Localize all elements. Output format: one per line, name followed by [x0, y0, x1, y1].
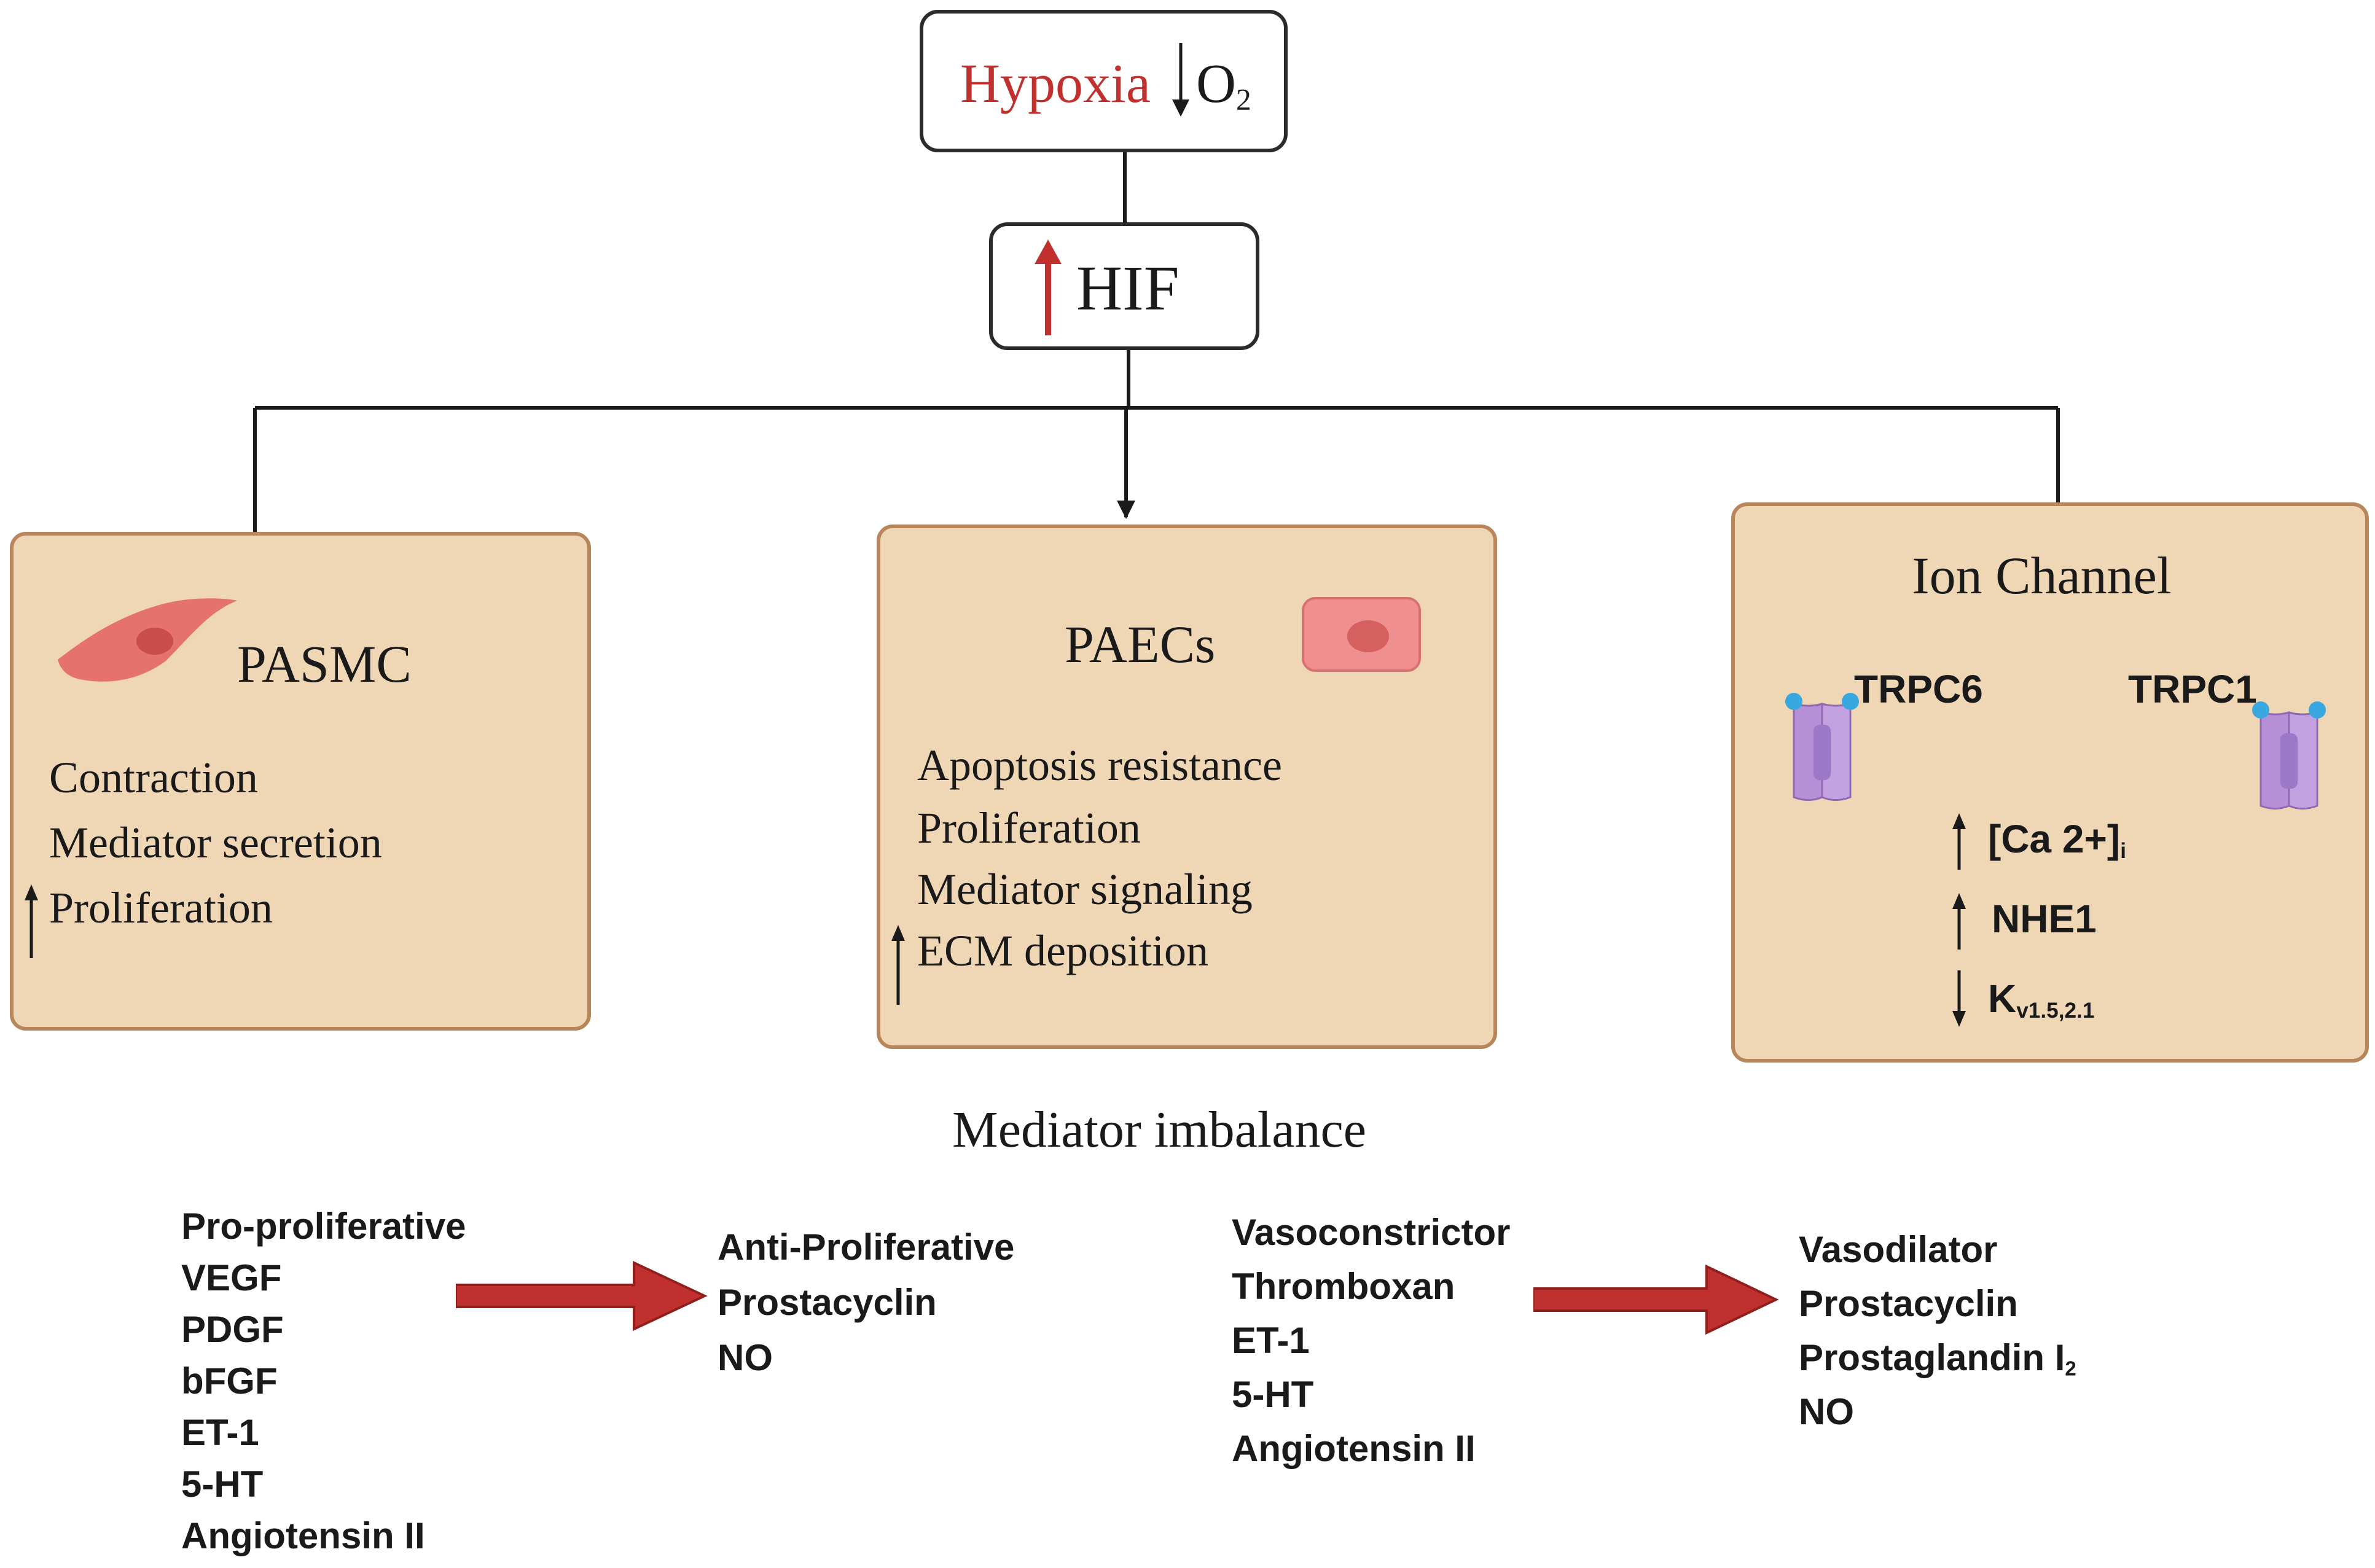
- paecs-item-apoptosis-resistance: Apoptosis resistance: [917, 741, 1282, 790]
- o2-subscript: 2: [1236, 82, 1251, 117]
- down-arrow-icon: [1952, 970, 1966, 1027]
- list-item: 5-HT: [181, 1464, 264, 1505]
- mediator-imbalance-title: Mediator imbalance: [952, 1101, 1367, 1158]
- list-item: NO: [1799, 1391, 1854, 1432]
- red-arrow-right-icon: [1533, 1264, 1779, 1335]
- list-item: Pro-proliferative: [181, 1206, 466, 1247]
- paecs-item-ecm-deposition: ECM deposition: [917, 926, 1209, 975]
- up-arrow-icon: [891, 925, 905, 1005]
- list-item: Prostacyclin: [1799, 1283, 2018, 1324]
- list-item: Vasodilator: [1799, 1229, 1998, 1270]
- list-item: Angiotensin II: [1232, 1428, 1476, 1469]
- left-to-list: Anti-Proliferative Prostacyclin NO: [718, 1226, 1014, 1392]
- list-item: Thromboxan: [1232, 1266, 1455, 1307]
- list-item: Prostacyclin: [718, 1282, 937, 1323]
- up-arrow-icon: [1952, 813, 1966, 870]
- hif-label: HIF: [1076, 253, 1180, 324]
- list-item: Prostaglandin I2: [1799, 1336, 2076, 1391]
- list-item: ET-1: [181, 1412, 259, 1453]
- kv-text: K: [1988, 977, 2017, 1021]
- calcium-text: [Ca 2+]: [1988, 817, 2121, 861]
- list-item: Angiotensin II: [181, 1515, 425, 1556]
- pasmc-item-contraction: Contraction: [49, 753, 258, 802]
- list-item: NO: [718, 1337, 773, 1378]
- list-item: Anti-Proliferative: [718, 1227, 1015, 1268]
- prostaglandin-text: Prostaglandin I: [1799, 1337, 2065, 1378]
- list-item: Vasoconstrictor: [1232, 1212, 1511, 1253]
- prostaglandin-subscript: 2: [2065, 1357, 2076, 1380]
- kv-subscript: v1.5,2.1: [2016, 998, 2095, 1023]
- pasmc-item-mediator-secretion: Mediator secretion: [49, 818, 382, 867]
- kv-label: Kv1.5,2.1: [1988, 979, 2094, 1021]
- left-from-list: Pro-proliferative VEGF PDGF bFGF ET-1 5-…: [181, 1205, 466, 1566]
- list-item: 5-HT: [1232, 1374, 1314, 1415]
- list-item: VEGF: [181, 1257, 282, 1298]
- red-arrow-left-icon: [456, 1260, 708, 1332]
- trpc1-channel-icon: [2252, 701, 2326, 809]
- o2-text: O: [1196, 53, 1236, 114]
- trpc1-label: TRPC1: [2128, 667, 2257, 711]
- down-arrow-icon: [1172, 43, 1189, 117]
- list-item: ET-1: [1232, 1320, 1310, 1361]
- o2-label: O2: [1196, 57, 1251, 115]
- pasmc-item-proliferation: Proliferation: [49, 883, 273, 932]
- paecs-title: PAECs: [1065, 615, 1216, 674]
- endothelial-cell-icon: [1302, 597, 1421, 672]
- paecs-item-mediator-signaling: Mediator signaling: [917, 865, 1253, 914]
- pasmc-title: PASMC: [237, 634, 412, 693]
- nhe1-label: NHE1: [1992, 897, 2097, 941]
- right-to-list: Vasodilator Prostacyclin Prostaglandin I…: [1799, 1228, 2076, 1445]
- trpc6-label: TRPC6: [1854, 667, 1983, 711]
- hypoxia-box: Hypoxia O2: [920, 10, 1288, 152]
- up-arrow-icon: [1952, 893, 1966, 950]
- calcium-subscript: i: [2120, 838, 2126, 863]
- ion-channel-title: Ion Channel: [1912, 546, 2172, 605]
- list-item: PDGF: [181, 1309, 284, 1350]
- pasmc-panel: PASMC Contraction Mediator secretion Pro…: [10, 532, 591, 1031]
- up-arrow-icon: [1035, 240, 1062, 335]
- right-from-list: Vasoconstrictor Thromboxan ET-1 5-HT Ang…: [1232, 1211, 1511, 1481]
- calcium-label: [Ca 2+]i: [1988, 819, 2126, 862]
- paecs-panel: PAECs Apoptosis resistance Proliferation…: [877, 525, 1497, 1049]
- smooth-muscle-cell-icon: [58, 598, 237, 682]
- list-item: bFGF: [181, 1360, 278, 1402]
- hif-box: HIF: [989, 222, 1259, 350]
- ion-channel-panel: Ion Channel TRPC6 TRPC1 [Ca 2+]i NHE1: [1731, 502, 2369, 1063]
- hypoxia-label: Hypoxia: [960, 53, 1151, 114]
- trpc6-channel-icon: [1785, 693, 1859, 801]
- up-arrow-icon: [25, 884, 38, 958]
- paecs-item-proliferation: Proliferation: [917, 803, 1141, 852]
